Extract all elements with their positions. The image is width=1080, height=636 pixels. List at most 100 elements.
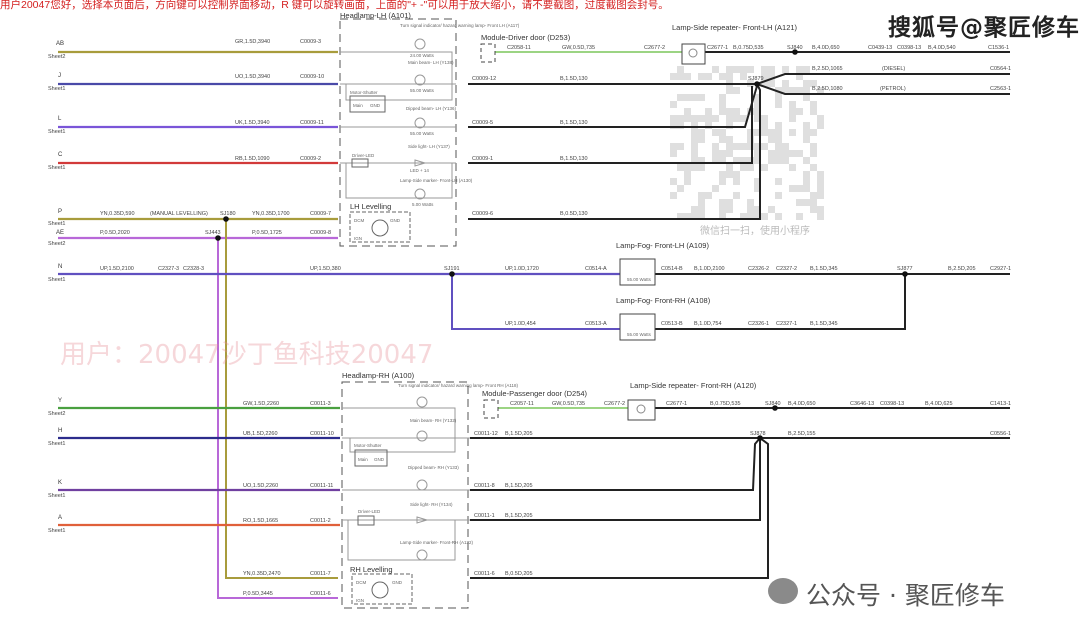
wire-label: B,4.0D,650 — [812, 45, 840, 51]
wire-label: B,1.5D,130 — [560, 156, 588, 162]
splice-sj840-rh — [772, 405, 778, 411]
watermark-wechat: 公众号 · 聚匠修车 — [806, 581, 1005, 610]
levelling-label: RH Levelling — [350, 565, 393, 574]
component-label: Lamp-Fog- Front-RH (A108) — [616, 296, 711, 305]
wire-label: (MANUAL LEVELLING) — [150, 211, 208, 217]
motor-label: Motor-Shutter — [354, 443, 382, 448]
pin-j: J — [58, 73, 61, 79]
connector-label: C2326-2 — [748, 266, 769, 272]
watermark-user: 用户：20047沙丁鱼科技20047 — [60, 340, 434, 370]
wire-label: UP,1.0D,454 — [505, 321, 536, 327]
lamp-label: Main beam- RH (Y132) — [410, 418, 457, 423]
fog-rh-box — [619, 313, 656, 341]
wire-label: B,1.5D,130 — [560, 76, 588, 82]
connector-label: C1536-1 — [988, 45, 1009, 51]
wire-label: B,0.75D,535 — [710, 401, 741, 407]
connector-label: C2563-1 — [990, 86, 1011, 92]
lh-internal-labels: Turn signal indicator/ hazard warning la… — [350, 23, 520, 241]
connector-label: C0513-A — [585, 321, 607, 327]
connector-label: C0009-8 — [310, 230, 331, 236]
connector-label: C0009-2 — [300, 156, 321, 162]
component-label: Lamp-Fog- Front-LH (A109) — [616, 241, 709, 250]
wire-label: B,2.5D,1065 — [812, 66, 843, 72]
wechat-icon — [768, 578, 798, 604]
component-label: Module-Passenger door (D254) — [482, 389, 588, 398]
connector-label: C0514-A — [585, 266, 607, 272]
lamp-label: Dipped beam- LH (Y136) — [406, 106, 457, 111]
wire-label: B,0.5D,205 — [505, 571, 533, 577]
sheet-ref: Sheet1 — [48, 528, 65, 534]
connector-label: C2326-1 — [748, 321, 769, 327]
headlamp-rh-box — [341, 381, 469, 609]
connector-label: C2327-3 — [158, 266, 179, 272]
sheet-ref: Sheet1 — [48, 221, 65, 227]
lh-input-wires — [58, 50, 338, 599]
sheet-ref: Sheet1 — [48, 441, 65, 447]
pin-k: K — [58, 480, 62, 486]
wire-label: B,1.5D,345 — [810, 321, 838, 327]
component-label: Module-Driver door (D253) — [481, 33, 571, 42]
motor-label: Motor-Shutter — [350, 90, 378, 95]
pin-n: N — [58, 264, 62, 270]
levelling-label: LH Levelling — [350, 202, 391, 211]
connector-label: C0513-B — [661, 321, 683, 327]
connector-label: C1413-1 — [990, 401, 1011, 407]
connector-label: C0514-B — [661, 266, 683, 272]
wire-label: B,1.5D,205 — [505, 431, 533, 437]
wire-label: B,1.5D,205 — [505, 483, 533, 489]
passenger-door-module — [483, 399, 499, 419]
connector-label: C0011-3 — [310, 401, 331, 407]
connector-label: C0011-7 — [310, 571, 331, 577]
wire-label: YN,0.35D,2470 — [243, 571, 281, 577]
connector-label: C0398-13 — [897, 45, 921, 51]
wire-label: UO,1.5D,2260 — [243, 483, 278, 489]
connector-label: C0009-11 — [300, 120, 324, 126]
connector-label: C0439-13 — [868, 45, 892, 51]
pin-ae: AE — [56, 230, 64, 236]
wire-label: YN,0.35D,590 — [100, 211, 135, 217]
wire-label: UK,1.5D,3940 — [235, 120, 270, 126]
lh-headlamp-internals — [340, 38, 456, 243]
gnd-label: GND — [370, 103, 381, 108]
ign-label: IGN — [354, 236, 362, 241]
connector-label: C2327-1 — [776, 321, 797, 327]
lamp-label: Side light- RH (Y134) — [410, 502, 453, 507]
sheet-ref: Sheet1 — [48, 493, 65, 499]
watt-label: 55.00 Watts — [627, 332, 652, 337]
wire-levelling-ign — [217, 238, 338, 599]
wire-label: B,1.5D,345 — [810, 266, 838, 272]
pin-y: Y — [58, 398, 62, 404]
bulb-icon — [688, 48, 698, 58]
lh-right-labels: Module-Driver door (D253) Lamp-Side repe… — [472, 23, 1011, 217]
connector-label: C2328-3 — [183, 266, 204, 272]
driver-led-label: Driver-LED — [358, 509, 381, 514]
splice-sj879 — [754, 81, 760, 87]
dcm-label: DCM — [354, 218, 364, 223]
watermark-sohu: 搜狐号@聚匠修车 — [888, 15, 1080, 41]
splice-sj878 — [757, 435, 763, 441]
main-label: Main — [353, 103, 363, 108]
connector-label: C0011-2 — [310, 518, 331, 524]
rh-input-wires — [58, 406, 340, 527]
watt-label: LED + 14 — [410, 168, 429, 173]
wire-label: UB,1.5D,2260 — [243, 431, 278, 437]
wire-label: RO,1.5D,1665 — [243, 518, 278, 524]
wire-label: (DIESEL) — [882, 66, 905, 72]
connector-label: C0009-10 — [300, 74, 324, 80]
repeater-lh-box — [681, 43, 706, 65]
wire-label: B,4.0D,540 — [928, 45, 956, 51]
gnd-label: GND — [374, 457, 385, 462]
sheet-ref: Sheet1 — [48, 165, 65, 171]
splice-sj840 — [792, 49, 798, 55]
wire-label: B,4.0D,625 — [925, 401, 953, 407]
wire-label: UO,1.5D,3940 — [235, 74, 270, 80]
rh-headlamp-internals — [342, 396, 470, 605]
connector-label: C0011-8 — [474, 483, 495, 489]
rh-ground-wires — [470, 407, 1010, 579]
splice-label: SJ840 — [765, 401, 781, 407]
splice-sj877 — [902, 271, 908, 277]
pin-p: P — [58, 209, 62, 215]
